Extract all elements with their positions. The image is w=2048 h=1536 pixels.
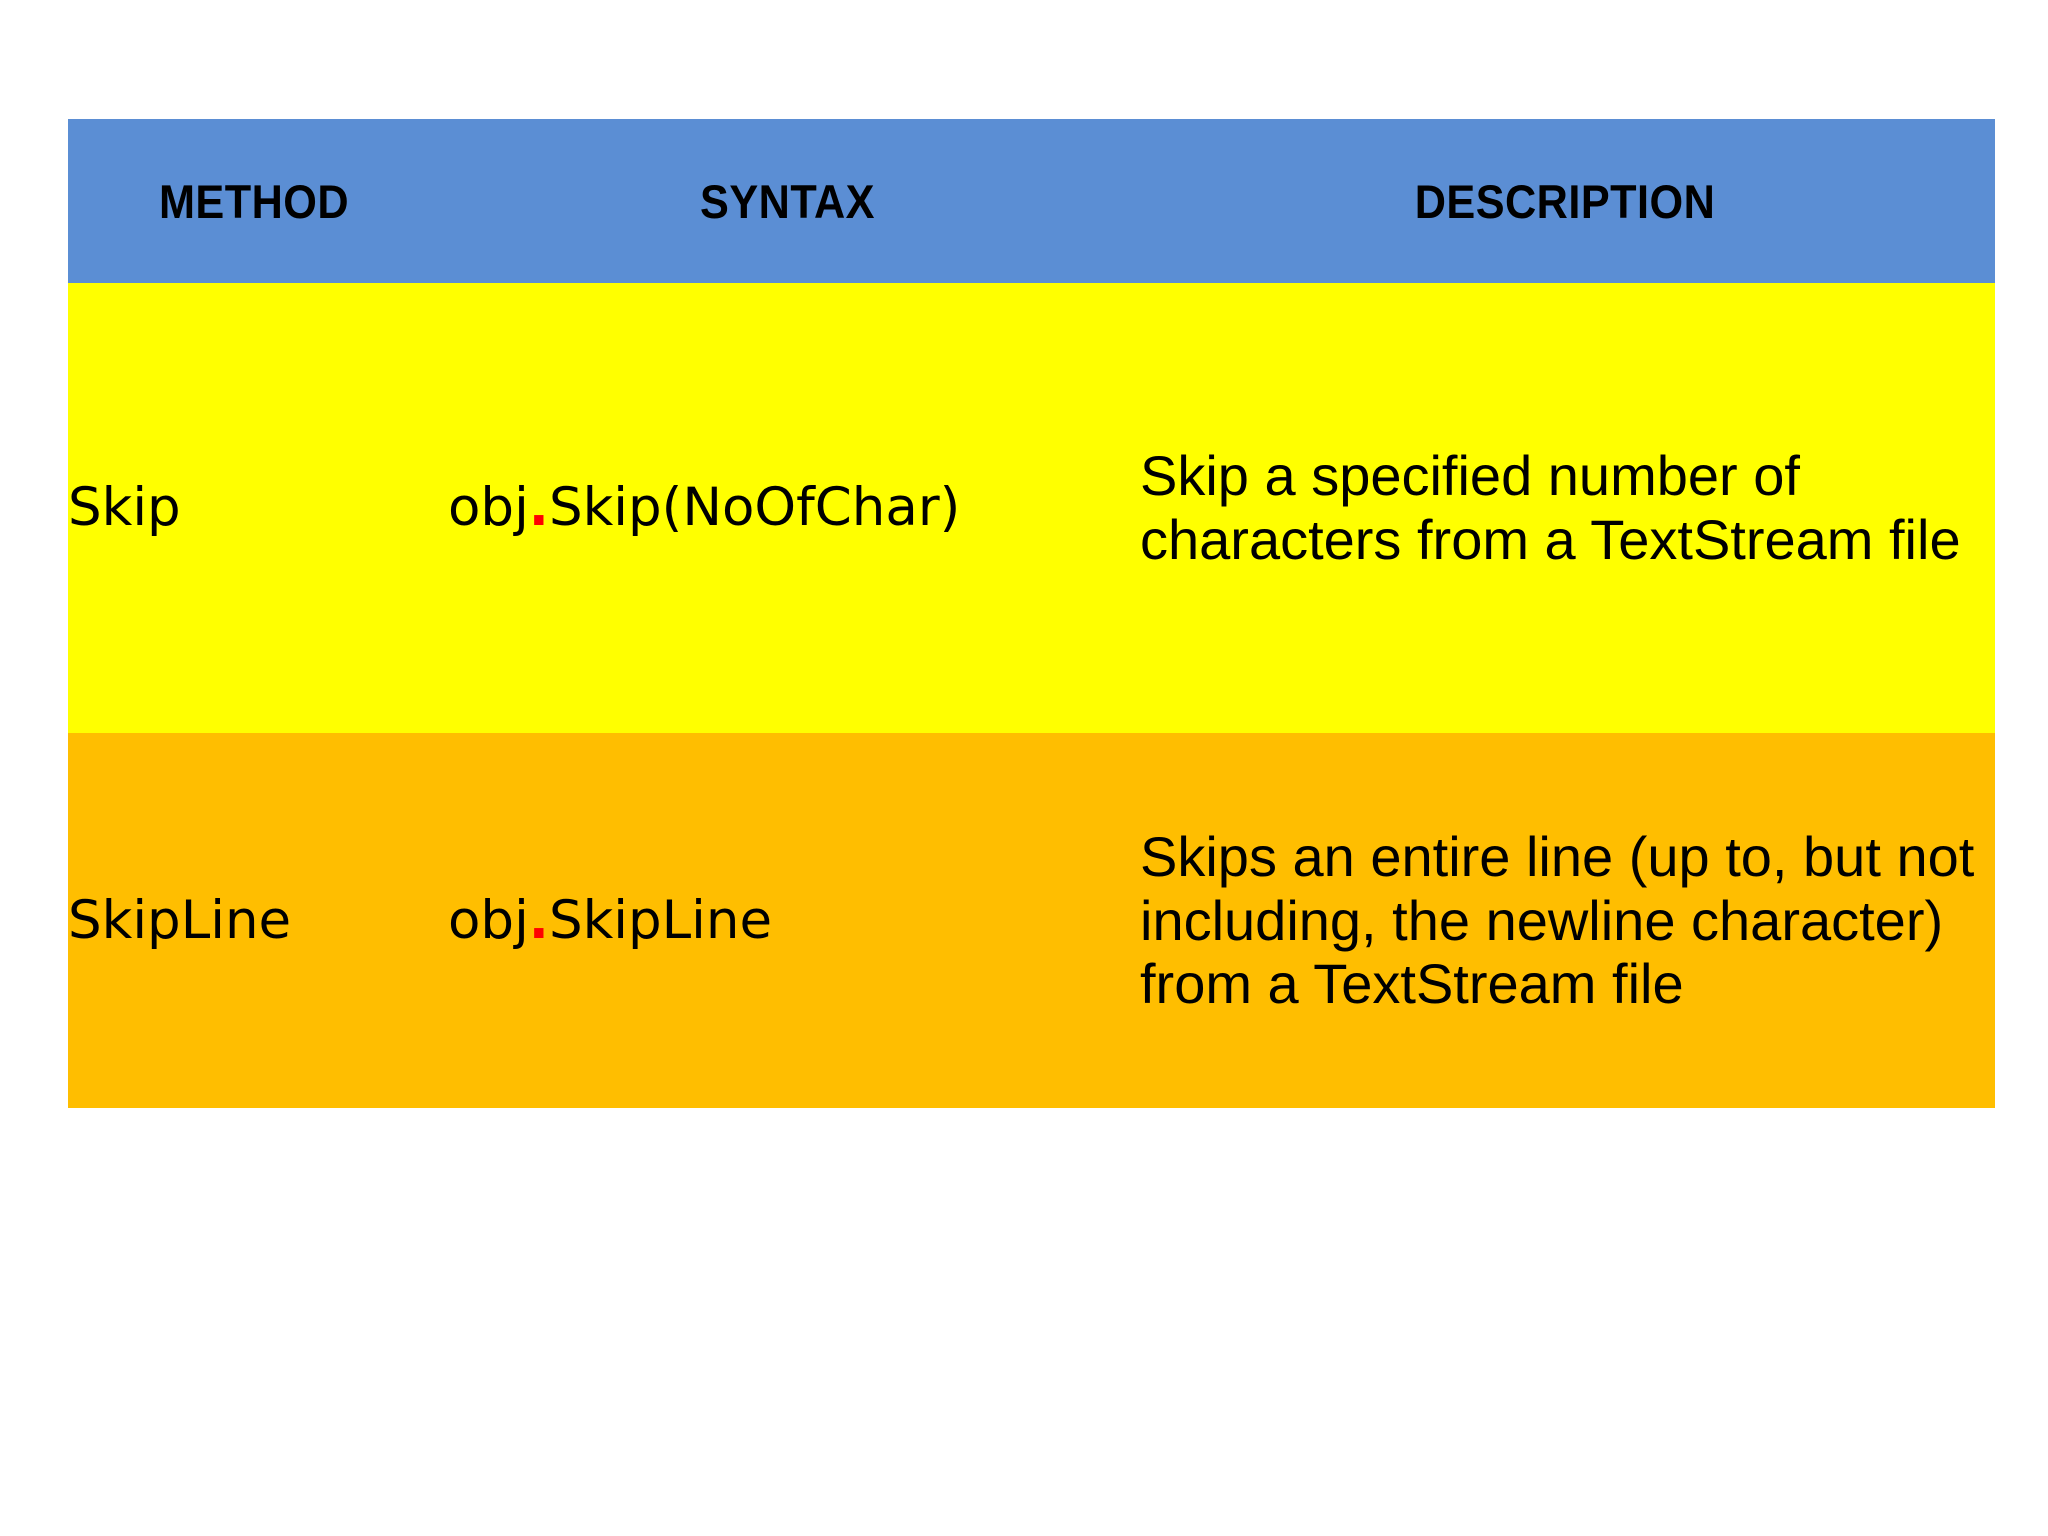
cell-method: Skip [68,283,440,733]
method-name: SkipLine [68,889,292,951]
table-row: SkipLine obj.SkipLine Skips an entire li… [68,733,1995,1108]
column-header-syntax: SYNTAX [700,174,875,228]
table-row: Skip obj.Skip(NoOfChar) Skip a specified… [68,283,1995,733]
description-text: Skips an entire line (up to, but not inc… [1140,824,1975,1016]
cell-syntax: obj.SkipLine [440,733,1135,1108]
cell-description: Skips an entire line (up to, but not inc… [1135,733,1995,1108]
syntax-member: SkipLine [548,889,773,951]
syntax-member: Skip(NoOfChar) [548,477,961,538]
syntax-object: obj [448,889,529,951]
syntax-expression: obj.Skip(NoOfChar) [448,477,1101,539]
syntax-dot-icon: . [528,477,549,538]
column-header-description: DESCRIPTION [1414,174,1716,228]
cell-syntax: obj.Skip(NoOfChar) [440,283,1135,733]
column-header-method: METHOD [158,174,350,228]
method-name: Skip [68,477,181,538]
table-header-row: METHOD SYNTAX DESCRIPTION [68,119,1995,283]
syntax-dot-icon: . [528,889,549,951]
syntax-expression: obj.SkipLine [448,890,1135,952]
syntax-object: obj [448,477,529,538]
method-reference-table: METHOD SYNTAX DESCRIPTION Skip obj.Skip(… [68,119,1995,1108]
cell-description: Skip a specified number of characters fr… [1135,283,1995,733]
description-text: Skip a specified number of characters fr… [1140,444,1961,571]
cell-method: SkipLine [68,733,440,1108]
